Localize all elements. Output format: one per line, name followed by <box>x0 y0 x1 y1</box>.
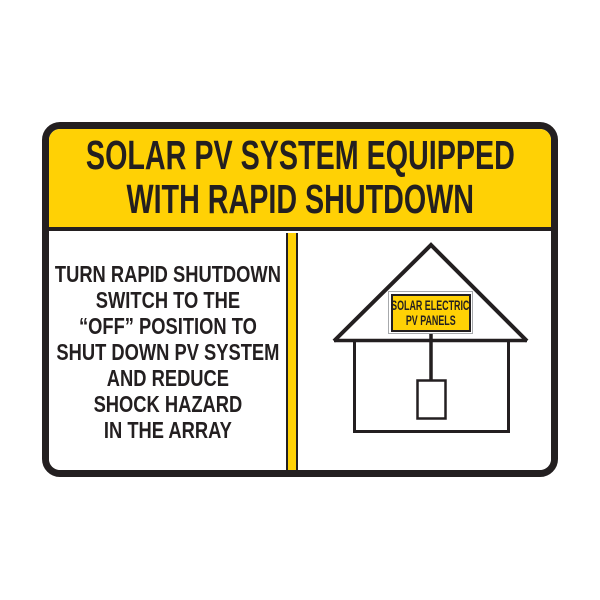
pv-label-line-1: SOLAR ELECTRIC <box>391 297 470 313</box>
header-title-line-1: SOLAR PV SYSTEM EQUIPPED <box>85 132 515 178</box>
pv-panel-label-inner: SOLAR ELECTRIC PV PANELS <box>390 293 471 332</box>
instruction-line: “OFF” POSITION TO <box>78 312 257 339</box>
header-title-line-2: WITH RAPID SHUTDOWN <box>126 176 474 222</box>
instruction-line: AND REDUCE <box>106 364 229 391</box>
pv-panel-label: SOLAR ELECTRIC PV PANELS <box>388 291 473 334</box>
house-roof <box>332 242 529 343</box>
instruction-line: SWITCH TO THE <box>95 286 240 313</box>
pv-label-line-2: PV PANELS <box>405 312 456 328</box>
instruction-line: IN THE ARRAY <box>103 416 232 443</box>
instruction-line: TURN RAPID SHUTDOWN <box>54 260 281 287</box>
instructions-text-block: TURN RAPID SHUTDOWN SWITCH TO THE “OFF” … <box>54 261 280 443</box>
instruction-line: SHUT DOWN PV SYSTEM <box>55 338 280 365</box>
instruction-line: SHOCK HAZARD <box>93 390 242 417</box>
diagram-panel: SOLAR ELECTRIC PV PANELS <box>298 233 551 470</box>
instructions-panel: TURN RAPID SHUTDOWN SWITCH TO THE “OFF” … <box>49 233 286 470</box>
sign-header: SOLAR PV SYSTEM EQUIPPED WITH RAPID SHUT… <box>49 129 551 231</box>
vertical-divider <box>286 233 298 470</box>
sign-body: TURN RAPID SHUTDOWN SWITCH TO THE “OFF” … <box>49 233 551 470</box>
shutdown-switch-box <box>416 379 447 420</box>
rapid-shutdown-sign: SOLAR PV SYSTEM EQUIPPED WITH RAPID SHUT… <box>42 122 558 477</box>
house-diagram-icon <box>332 242 529 433</box>
